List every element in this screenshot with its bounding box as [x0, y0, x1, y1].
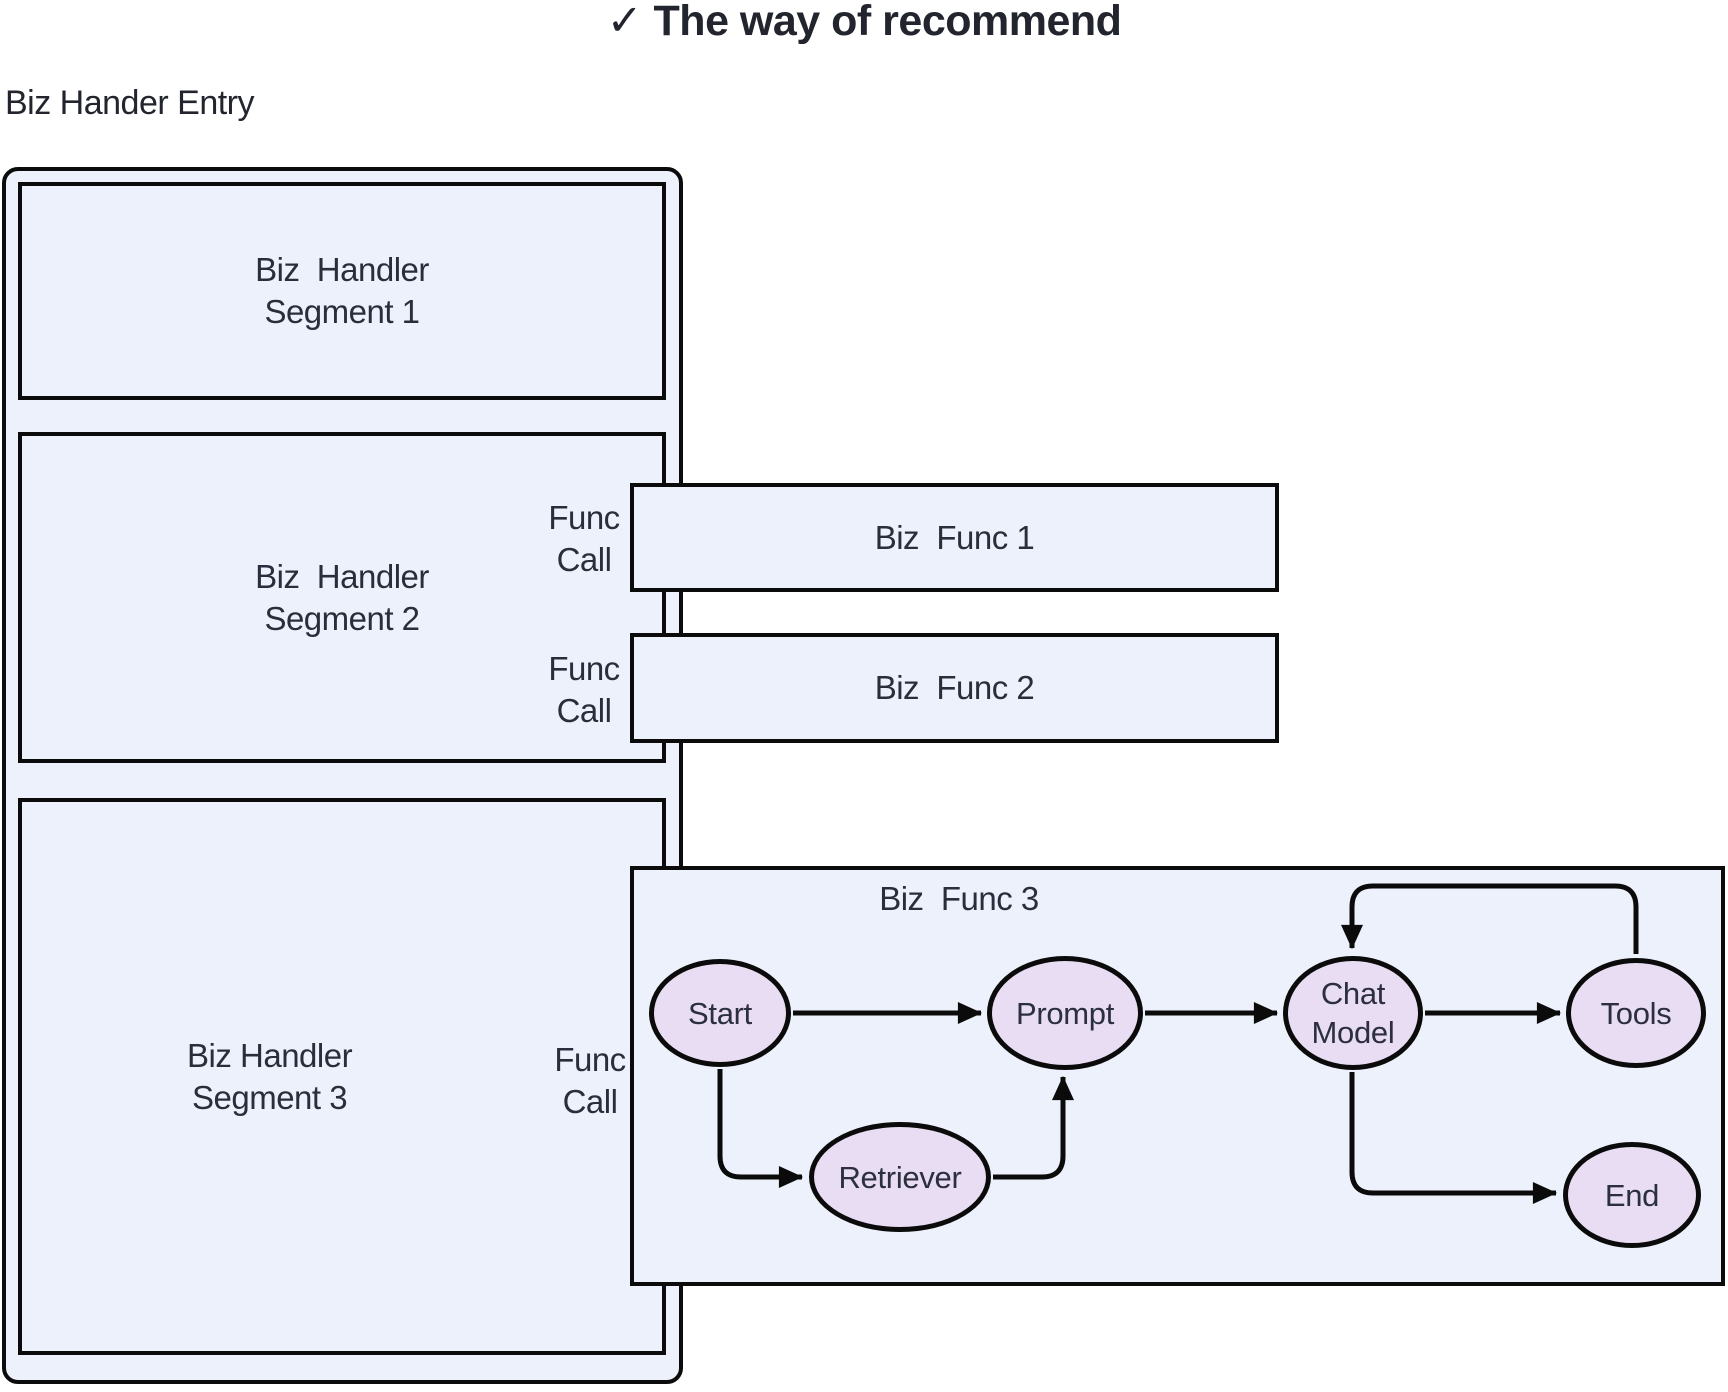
flow-node-retriever: Retriever: [809, 1122, 991, 1232]
biz-func-1-label: Biz Func 1: [874, 518, 1035, 556]
end-node-label: End: [1604, 1177, 1660, 1213]
page-title: ✓ The way of recommend: [606, 0, 1122, 45]
flow-node-tools: Tools: [1566, 958, 1706, 1068]
biz-func-3-label: Biz Func 3: [879, 880, 1039, 917]
biz-handler-entry-label: Biz Hander Entry: [5, 84, 255, 122]
start-node-label: Start: [688, 995, 752, 1031]
flow-node-end: End: [1563, 1142, 1701, 1248]
biz-func-2-box: Biz Func 2: [630, 633, 1279, 743]
flow-node-start: Start: [649, 959, 791, 1067]
biz-func-3-box: Biz Func 3: [630, 866, 1725, 1286]
prompt-node-label: Prompt: [1015, 995, 1115, 1031]
retriever-node-label: Retriever: [838, 1159, 962, 1195]
flow-node-prompt: Prompt: [987, 956, 1143, 1070]
tools-node-label: Tools: [1600, 995, 1672, 1031]
biz-func-2-label: Biz Func 2: [874, 669, 1035, 706]
biz-func-1-box: Biz Func 1: [630, 483, 1279, 592]
